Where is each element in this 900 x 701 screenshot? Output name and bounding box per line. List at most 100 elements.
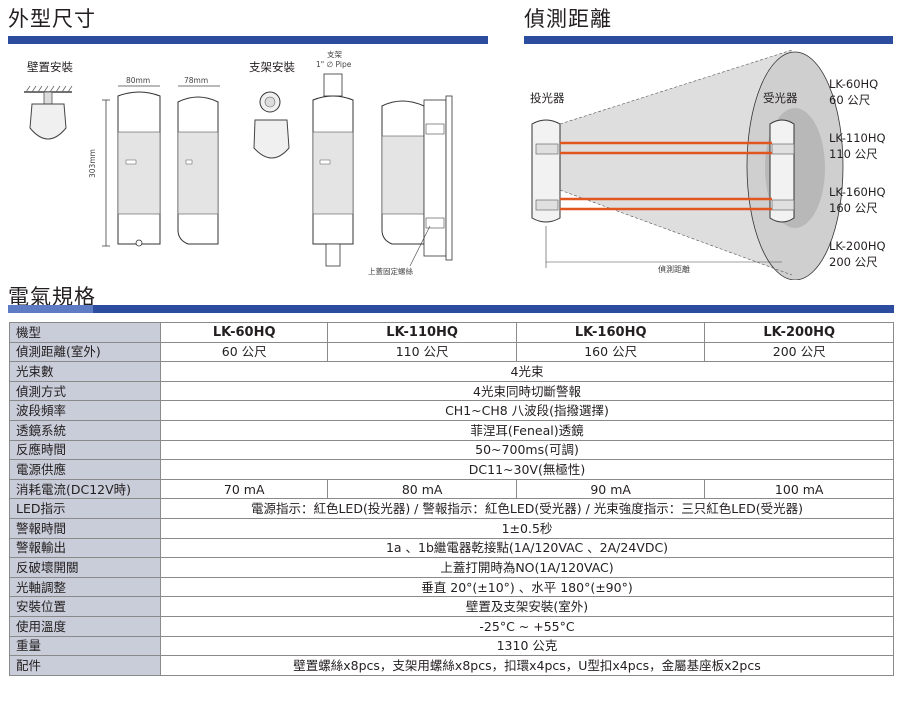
spec-row-label: 警報時間 (9, 517, 161, 539)
spec-row-value: 200 公尺 (704, 341, 894, 363)
spec-row-value: 160 公尺 (515, 341, 706, 363)
spec-row: 配件壁置螺絲x8pcs，支架用螺絲x8pcs，扣環x4pcs，U型扣x4pcs，… (9, 655, 894, 676)
range-label: 偵測距離 (658, 265, 690, 274)
section-bar-specs-highlight (8, 305, 93, 313)
spec-header-model: LK-110HQ (327, 322, 517, 343)
section-bar-specs (8, 305, 894, 313)
section-title-distance: 偵測距離 (524, 7, 612, 31)
spec-row-value: 電源指示：紅色LED(投光器) / 警報指示：紅色LED(受光器) / 光束強度… (160, 498, 894, 519)
spec-row: 透鏡系統菲涅耳(Feneal)透鏡 (9, 419, 894, 441)
spec-row-value: 110 公尺 (327, 341, 517, 363)
spec-row-label: 電源供應 (9, 459, 161, 480)
model-name: LK-200HQ (829, 239, 886, 253)
spec-row-value: 70 mA (159, 478, 329, 500)
spec-row-value: 1±0.5秒 (160, 517, 894, 539)
spec-row-label: 使用溫度 (9, 615, 161, 637)
spec-row-value: 80 mA (327, 478, 517, 500)
spec-row-value: -25°C ~ +55°C (160, 615, 894, 637)
spec-row: 安裝位置壁置及支架安裝(室外) (9, 596, 894, 617)
spec-table: 機型 LK-60HQ LK-110HQ LK-160HQ LK-200HQ 偵測… (9, 322, 894, 676)
spec-row: LED指示電源指示：紅色LED(投光器) / 警報指示：紅色LED(受光器) /… (9, 498, 894, 519)
bracket-mount-label: 支架安裝 (249, 60, 295, 74)
section-bar-distance (524, 36, 893, 44)
screw-note-label: 上蓋固定螺絲 (368, 267, 413, 276)
spec-row: 光軸調整垂直 20°(±10°) 、水平 180°(±90°) (9, 576, 894, 598)
bracket-label: 支架 (327, 50, 342, 59)
front-view-unit (117, 91, 161, 247)
spec-row-value: 壁置螺絲x8pcs，支架用螺絲x8pcs，扣環x4pcs，U型扣x4pcs，金屬… (160, 655, 894, 676)
spec-row-label: 光軸調整 (9, 576, 161, 598)
spec-row-value: 1310 公克 (160, 635, 894, 657)
model-name: LK-60HQ (829, 77, 879, 91)
receiver-label: 受光器 (763, 91, 798, 105)
spec-header-label: 機型 (9, 322, 161, 343)
spec-row-value: 壁置及支架安裝(室外) (160, 596, 894, 617)
distance-model-entry: LK-110HQ 110 公尺 (829, 130, 886, 162)
wall-mount-label: 壁置安裝 (27, 60, 73, 74)
spec-table-header-row: 機型 LK-60HQ LK-110HQ LK-160HQ LK-200HQ (9, 322, 894, 343)
light-beams (560, 141, 772, 211)
spec-row-label: 警報輸出 (9, 537, 161, 559)
side-view-unit (177, 96, 219, 245)
spec-row-label: 光束數 (9, 361, 161, 382)
model-range: 110 公尺 (829, 147, 878, 161)
model-range: 200 公尺 (829, 255, 878, 269)
spec-row-value: CH1~CH8 八波段(指撥選擇) (160, 400, 894, 421)
distance-model-entry: LK-60HQ 60 公尺 (829, 76, 886, 108)
width-side-label: 78mm (184, 76, 209, 85)
spec-header-model: LK-60HQ (159, 322, 329, 343)
spec-row: 使用溫度-25°C ~ +55°C (9, 615, 894, 637)
model-range: 60 公尺 (829, 93, 871, 107)
spec-header-model: LK-160HQ (515, 322, 706, 343)
wall-mount-illustration (24, 85, 73, 140)
bracket-side-view-unit (381, 95, 453, 267)
bracket-mount-illustration (253, 91, 290, 159)
section-title-dimensions: 外型尺寸 (8, 7, 96, 31)
distance-model-entry: LK-160HQ 160 公尺 (829, 184, 886, 216)
spec-row-label: 反應時間 (9, 439, 161, 461)
spec-row-value: 100 mA (704, 478, 894, 500)
section-bar-dimensions (8, 36, 488, 44)
spec-header-model: LK-200HQ (704, 322, 894, 343)
spec-row-value: 垂直 20°(±10°) 、水平 180°(±90°) (160, 576, 894, 598)
spec-row-label: 反破壞開關 (9, 557, 161, 578)
spec-row-label: 偵測方式 (9, 380, 161, 402)
receiver-unit (769, 119, 795, 223)
spec-row-label: 配件 (9, 655, 161, 676)
spec-row-value: 60 公尺 (159, 341, 329, 363)
spec-row: 反破壞開關上蓋打開時為NO(1A/120VAC) (9, 557, 894, 578)
spec-row-label: 安裝位置 (9, 596, 161, 617)
dimension-drawing (24, 73, 453, 267)
spec-row-label: 偵測距離(室外) (9, 341, 161, 363)
spec-row-label: 透鏡系統 (9, 419, 161, 441)
spec-row-value: 4光束同時切斷警報 (160, 380, 894, 402)
bracket-front-view-unit (312, 73, 354, 267)
spec-table-body: 機型 LK-60HQ LK-110HQ LK-160HQ LK-200HQ 偵測… (9, 322, 894, 676)
spec-row-value: 上蓋打開時為NO(1A/120VAC) (160, 557, 894, 578)
distance-drawing (531, 49, 844, 280)
spec-row-label: 波段頻率 (9, 400, 161, 421)
spec-row-label: 消耗電流(DC12V時) (9, 478, 161, 500)
spec-row-value: 4光束 (160, 361, 894, 382)
pipe-label: 1" ∅ Pipe (316, 60, 352, 69)
spec-row-label: 重量 (9, 635, 161, 657)
model-name: LK-110HQ (829, 131, 886, 145)
spec-row-value: DC11~30V(無極性) (160, 459, 894, 480)
spec-row-value: 1a 、1b繼電器乾接點(1A/120VAC 、2A/24VDC) (160, 537, 894, 559)
spec-row-value: 菲涅耳(Feneal)透鏡 (160, 419, 894, 441)
model-name: LK-160HQ (829, 185, 886, 199)
distance-model-list: LK-60HQ 60 公尺 LK-110HQ 110 公尺 LK-160HQ 1… (829, 76, 886, 270)
transmitter-label: 投光器 (530, 91, 565, 105)
width-front-label: 80mm (126, 76, 151, 85)
spec-row-value: 90 mA (515, 478, 706, 500)
